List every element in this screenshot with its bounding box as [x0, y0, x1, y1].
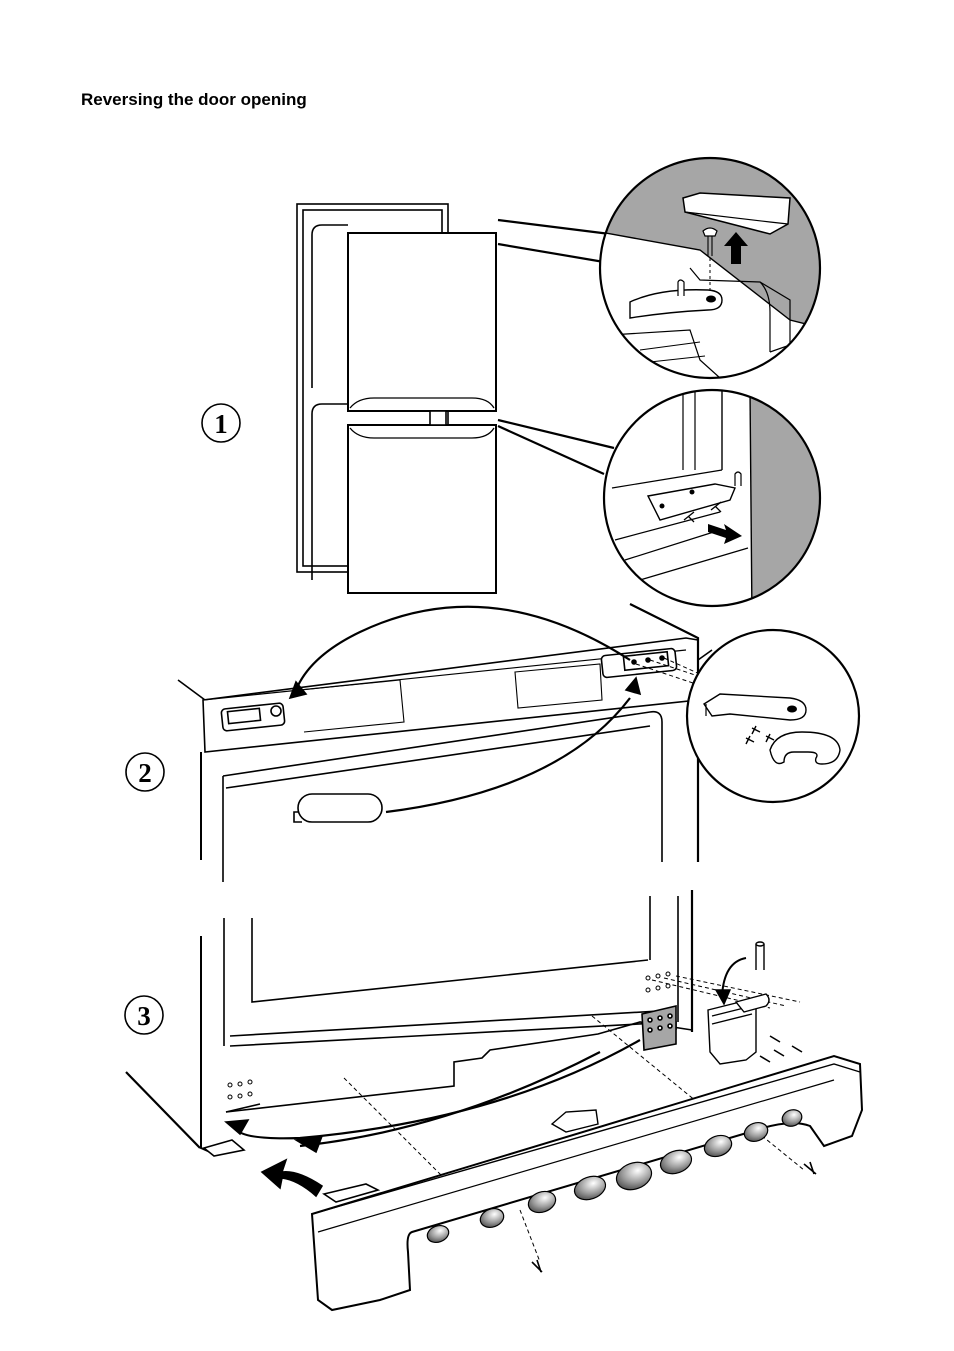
svg-text:1: 1 [214, 409, 228, 439]
step-2-hinge-detail [680, 625, 870, 815]
svg-text:2: 2 [138, 758, 152, 788]
top-hinge-detail [590, 150, 830, 390]
step-3-badge: 3 [125, 996, 163, 1034]
svg-text:3: 3 [137, 1001, 151, 1031]
step-2-cabinet-top [178, 604, 758, 882]
plinth-panel [312, 1056, 862, 1310]
middle-hinge-detail [600, 388, 830, 620]
step-1-badge: 1 [202, 404, 240, 442]
step-2-badge: 2 [126, 753, 164, 791]
step-1-fridge [297, 204, 614, 593]
step-3-hinge-bracket [708, 942, 802, 1064]
